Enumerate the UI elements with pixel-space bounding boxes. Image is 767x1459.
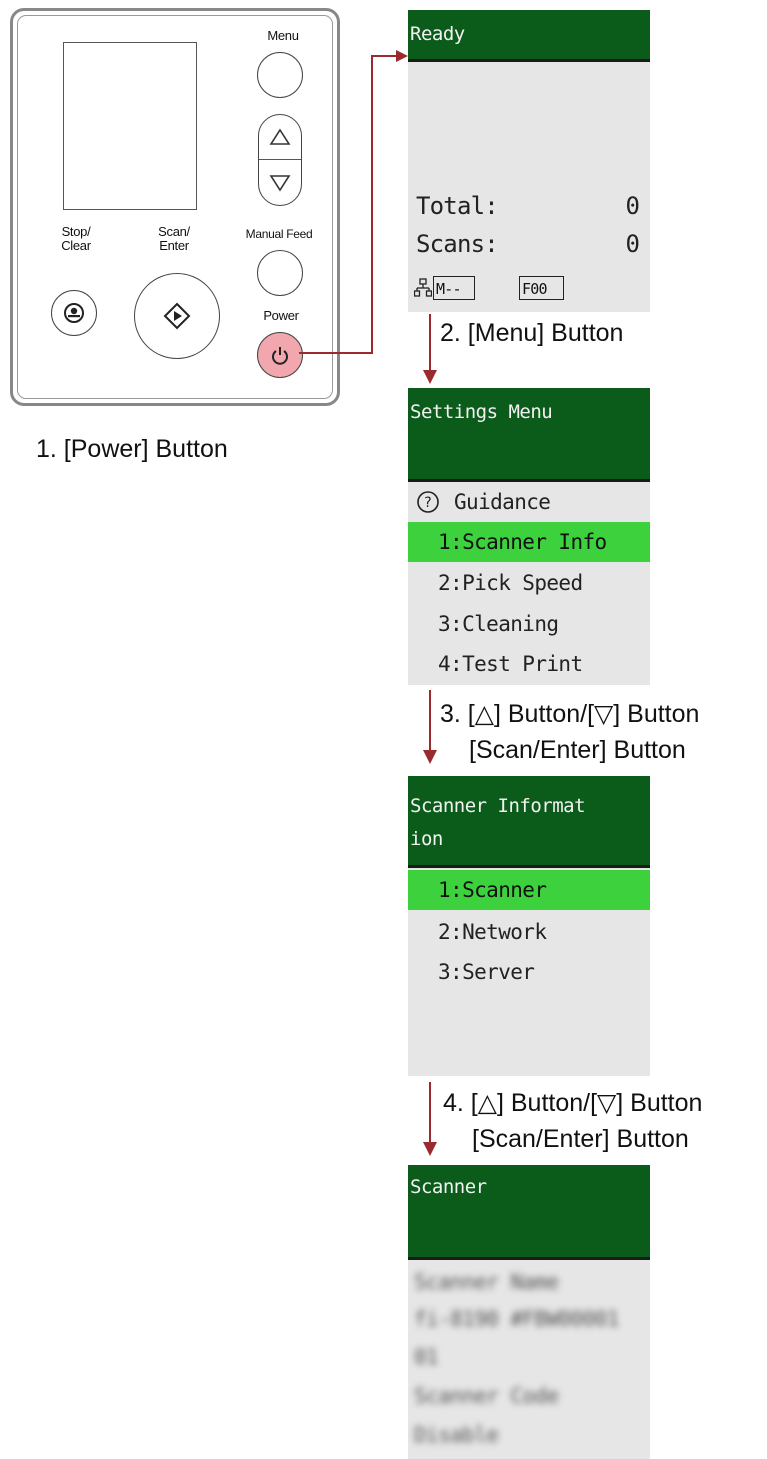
scans-label: Scans: [416, 230, 499, 258]
scanner-detail-row: fi-8190 #FBW00001 [414, 1307, 619, 1331]
network-icon [414, 278, 432, 297]
guidance-icon: ? [417, 491, 439, 513]
step-4-arrow [423, 1082, 437, 1156]
step-2-arrow [423, 314, 437, 384]
scan-enter-label: Scan/ Enter [158, 224, 190, 253]
power-button[interactable] [257, 332, 303, 378]
code-badge: F00 [519, 276, 564, 300]
total-label: Total: [416, 192, 499, 220]
step-1-caption: 1. [Power] Button [36, 435, 228, 463]
scanner-detail-row: 01 [414, 1345, 439, 1369]
ready-screen: Ready Total: 0 Scans: 0 M-- F00 [408, 10, 650, 312]
step-3-arrow [423, 690, 437, 764]
scan-enter-button[interactable] [134, 273, 220, 359]
step-4-caption-line2: [Scan/Enter] Button [472, 1125, 689, 1153]
svg-text:?: ? [424, 495, 431, 511]
total-value: 0 [625, 192, 640, 220]
scanner-information-screen: Scanner Informat ion 1:Scanner 2:Network… [408, 776, 650, 1076]
operator-panel-inner-border [17, 15, 333, 399]
scanner-information-title-line2: ion [410, 828, 443, 850]
step-2-caption: 2. [Menu] Button [440, 319, 624, 347]
scanner-detail-row: Scanner Code [414, 1384, 559, 1408]
operator-panel: Menu Stop/ Clear Scan/ Enter Manual Feed… [10, 8, 340, 406]
stop-clear-button[interactable] [51, 290, 97, 336]
power-label: Power [263, 308, 299, 323]
panel-lcd-screen [63, 42, 197, 210]
scans-value: 0 [625, 230, 640, 258]
ready-title: Ready [408, 10, 650, 62]
up-arrow-icon [269, 128, 291, 145]
menu-item-test-print[interactable]: 4:Test Print [438, 652, 583, 676]
step-4-caption-line1: 4. [△] Button/[▽] Button [443, 1089, 703, 1117]
guidance-item[interactable]: Guidance [454, 490, 551, 514]
menu-item-cleaning[interactable]: 3:Cleaning [438, 612, 559, 636]
scanner-title: Scanner [408, 1165, 650, 1260]
stop-clear-label: Stop/ Clear [61, 224, 91, 253]
down-arrow-icon [269, 175, 291, 192]
settings-menu-title: Settings Menu [408, 388, 650, 482]
menu-label: Menu [267, 28, 299, 43]
power-icon [272, 347, 288, 365]
scanner-information-title-line1: Scanner Informat [410, 795, 586, 817]
step-3-caption-line2: [Scan/Enter] Button [469, 736, 686, 764]
manual-feed-label: Manual Feed [245, 227, 313, 241]
up-button[interactable] [259, 115, 301, 159]
manual-feed-button[interactable] [257, 250, 303, 296]
up-down-rocker[interactable] [258, 114, 302, 206]
settings-menu-screen: Settings Menu ? Guidance 1:Scanner Info … [408, 388, 650, 685]
step-3-caption-line1: 3. [△] Button/[▽] Button [440, 700, 700, 728]
menu-button[interactable] [257, 52, 303, 98]
scanner-detail-row: Disable [414, 1423, 499, 1447]
scanner-detail-row: Scanner Name [414, 1270, 559, 1294]
info-item-server[interactable]: 3:Server [438, 960, 535, 984]
mode-badge: M-- [433, 276, 475, 300]
down-button[interactable] [259, 161, 301, 205]
stop-icon [64, 303, 84, 323]
info-item-network[interactable]: 2:Network [438, 920, 547, 944]
menu-item-pick-speed[interactable]: 2:Pick Speed [438, 571, 583, 595]
scanner-information-title: Scanner Informat ion [408, 776, 650, 868]
menu-item-scanner-info[interactable]: 1:Scanner Info [408, 522, 650, 562]
scan-start-icon [163, 302, 191, 330]
scanner-screen: Scanner Scanner Name fi-8190 #FBW00001 0… [408, 1165, 650, 1459]
info-item-scanner[interactable]: 1:Scanner [408, 870, 650, 910]
